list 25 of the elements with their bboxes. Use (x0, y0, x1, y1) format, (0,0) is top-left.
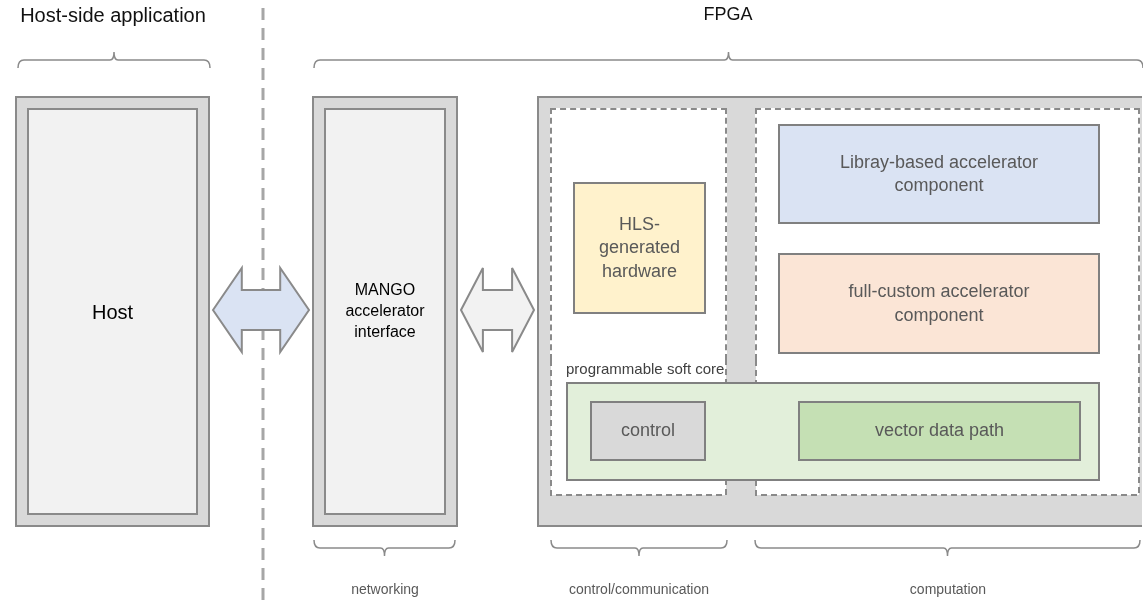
control-box (590, 401, 706, 461)
dashed-region (550, 108, 727, 360)
interface-block (312, 96, 458, 527)
double-arrow (459, 267, 536, 353)
block-label: Libray-based accelerator component (838, 150, 1040, 197)
block-label: control (621, 419, 675, 443)
band-heading: programmable soft core (566, 359, 726, 379)
block-label: full-custom accelerator component (847, 280, 1031, 327)
block-label: MANGO accelerator interface (344, 280, 426, 342)
fpga-fabric (537, 96, 1142, 527)
block-label: Host (91, 299, 134, 325)
section-caption: control/communication (568, 581, 710, 597)
datapath-box (798, 401, 1081, 461)
host-block (15, 96, 210, 527)
hardware-box (573, 182, 706, 314)
dashed-region (755, 108, 1140, 360)
double-arrow (211, 264, 311, 356)
section-title: FPGA (703, 4, 753, 25)
section-caption: computation (909, 581, 987, 597)
section-caption: networking (351, 581, 419, 597)
block-label: vector data path (874, 419, 1005, 443)
block-label: HLS- generated hardware (597, 212, 682, 283)
section-title: Host-side application (20, 4, 206, 27)
accelerator-box (778, 253, 1100, 354)
accelerator-box (778, 124, 1100, 224)
